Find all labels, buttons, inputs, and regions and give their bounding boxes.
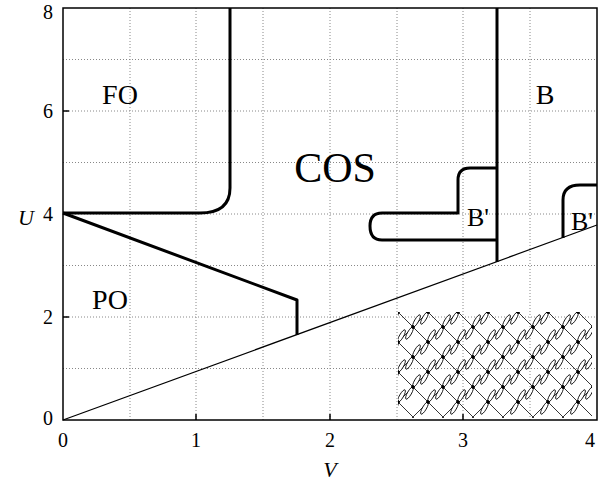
tick-label: 2: [43, 307, 53, 327]
diagonal-line: [63, 225, 597, 420]
phase-label: FO: [102, 81, 138, 109]
phase-label: B: [536, 81, 555, 109]
lattice-inset: [398, 312, 592, 418]
tick-label: 6: [43, 101, 53, 121]
phase-label: PO: [92, 286, 128, 314]
phase-label: B': [571, 209, 593, 235]
phase-boundaries: [63, 8, 597, 335]
tick-label: 2: [325, 430, 335, 450]
tick-label: 1: [191, 430, 201, 450]
grid: [63, 8, 597, 420]
tick-label: 0: [43, 408, 53, 428]
tick-label: 0: [58, 430, 68, 450]
axis-title: V: [323, 459, 336, 481]
tick-label: 8: [43, 2, 53, 22]
tick-label: 4: [43, 204, 53, 224]
phase-label: B': [467, 205, 489, 231]
tick-label: 4: [585, 430, 595, 450]
plot-frame: [63, 8, 597, 420]
phase-label: COS: [294, 147, 376, 189]
ticks: [63, 111, 463, 420]
axis-title: U: [18, 207, 34, 229]
tick-label: 3: [458, 430, 468, 450]
